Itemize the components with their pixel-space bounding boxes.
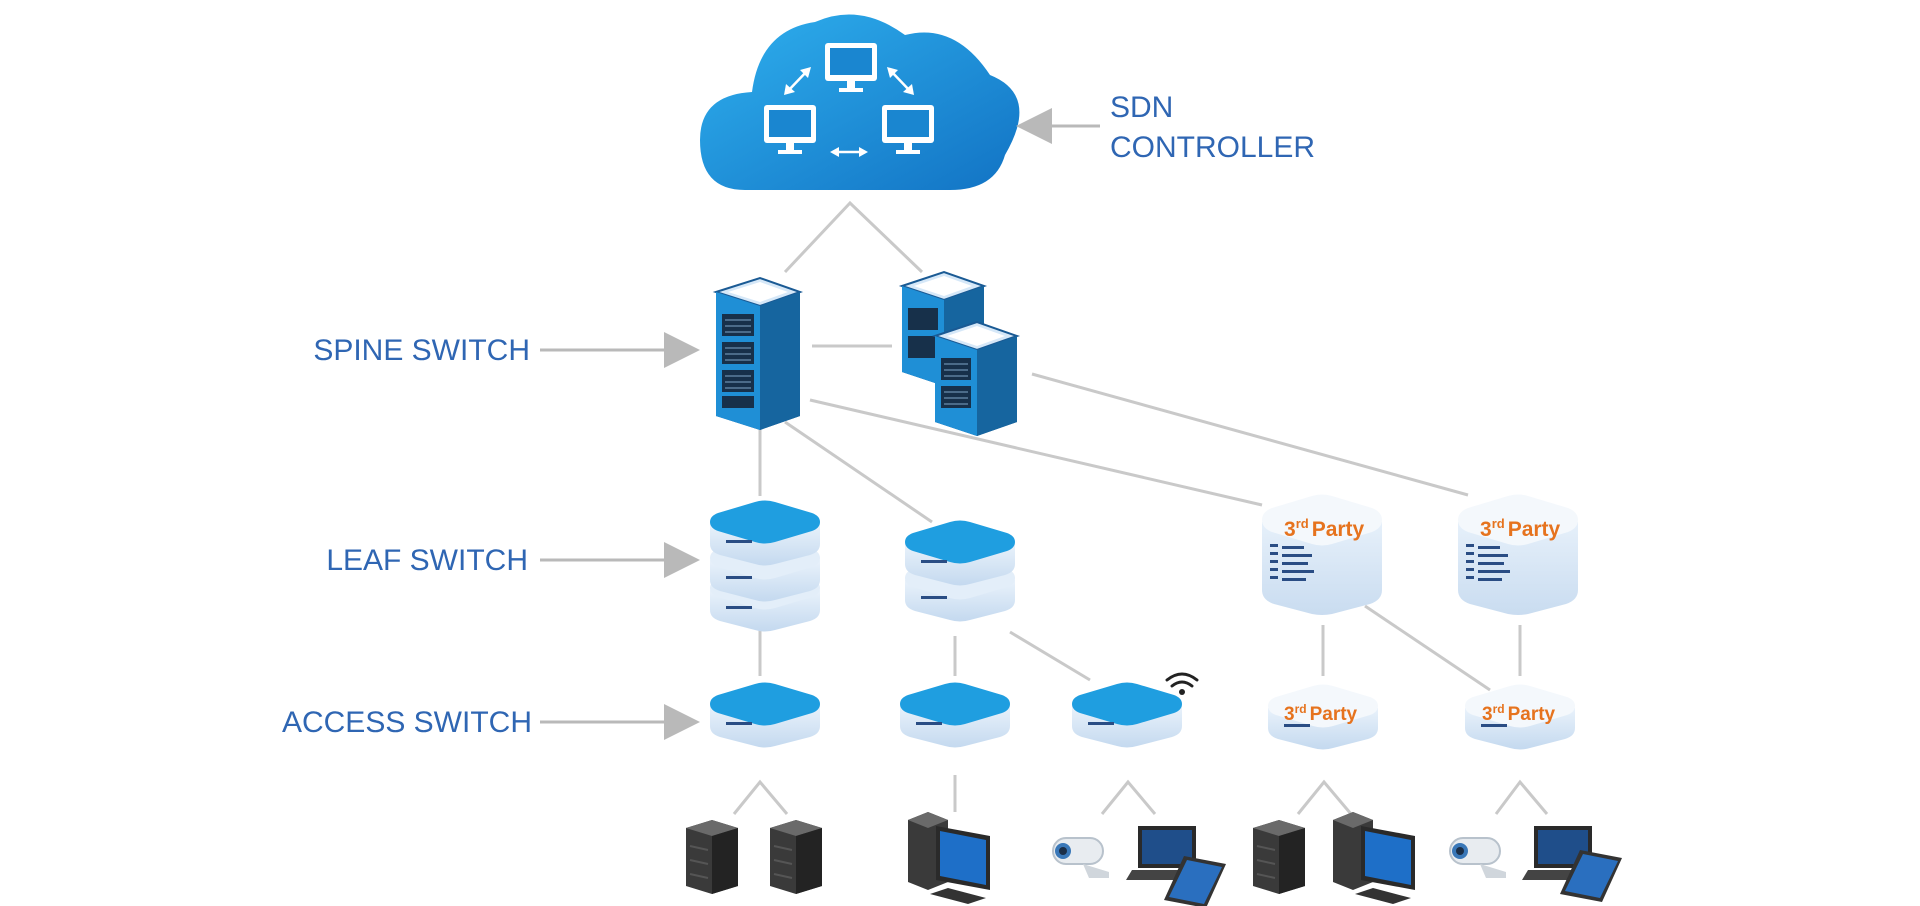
leaf-switch-label: LEAF SWITCH (326, 544, 528, 577)
server-rack-icon (1253, 820, 1305, 894)
bidirectional-arrow-icon (784, 67, 914, 157)
monitor-icon (882, 105, 934, 154)
access-switch-label: ACCESS SWITCH (282, 706, 532, 739)
desktop-computer-icon (908, 812, 990, 904)
security-camera-icon (1449, 837, 1506, 878)
third-party-leaf-switch (1458, 494, 1578, 615)
third-party-leaf-switch (1262, 494, 1382, 615)
server-rack-icon (686, 820, 738, 894)
spine-switch-tower (712, 276, 804, 430)
access-switch (710, 682, 820, 748)
server-rack-icon (770, 820, 822, 894)
sdn-controller-label: SDN (1110, 91, 1173, 124)
tablet-icon (1164, 856, 1226, 906)
wireless-access-switch (1072, 682, 1182, 748)
sdn-controller-label-line2: CONTROLLER (1110, 131, 1315, 164)
third-party-access-switch (1268, 684, 1378, 750)
spine-switch-label: SPINE SWITCH (313, 334, 530, 367)
leaf-switch-triple (710, 500, 820, 632)
monitor-icon (764, 105, 816, 154)
sdn-controller-cloud (700, 14, 1020, 190)
spine-switch-stack (898, 270, 1021, 436)
tablet-icon (1560, 850, 1622, 902)
third-party-access-switch (1465, 684, 1575, 750)
label-arrows (540, 108, 1100, 740)
laptop-icon (1126, 826, 1208, 880)
security-camera-icon (1052, 837, 1109, 878)
connectors (732, 200, 1549, 815)
desktop-computer-icon (1333, 812, 1415, 904)
access-switch (900, 682, 1010, 748)
monitor-icon (825, 43, 877, 92)
wifi-icon (1165, 672, 1199, 695)
leaf-switch-double (905, 520, 1015, 622)
